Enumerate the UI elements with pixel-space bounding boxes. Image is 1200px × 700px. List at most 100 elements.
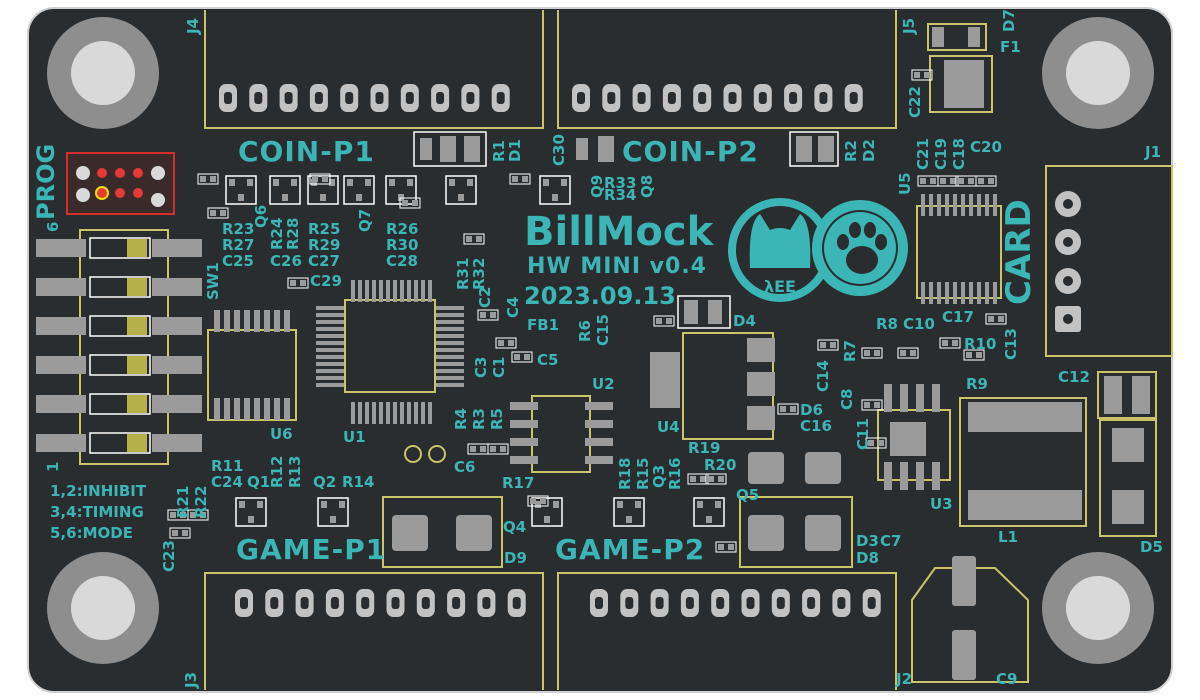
small-diode-pads [413,131,839,329]
ref-d5: D5 [1140,538,1163,556]
label-j2: J2 [896,670,913,688]
ref-r34: R34 [604,186,637,204]
ref-q1: Q1 [247,473,271,491]
ref-r9: R9 [966,375,988,393]
ref-c25: C25 [222,252,254,270]
u1-mcu [316,280,464,424]
ref-r23: R23 [222,220,255,238]
ref-c8: C8 [838,388,856,410]
board-title: BillMock [524,209,714,255]
ref-c19: C19 [932,138,950,170]
label-j1: J1 [1145,143,1162,161]
ref-c6: C6 [454,458,476,476]
ref-c21: C21 [914,138,932,170]
mounting-hole-tl [47,17,159,129]
ref-c1: C1 [490,356,508,378]
via-pads [404,445,446,463]
leee-logo-icon: λEE [728,198,832,302]
ref-c15: C15 [594,314,612,346]
board-version: HW MINI v0.4 [527,254,707,279]
ref-c7: C7 [880,532,902,550]
ref-r6: R6 [576,320,594,342]
label-j3: J3 [182,671,200,688]
ref-r13: R13 [286,455,304,488]
ref-r17: R17 [502,474,535,492]
ref-r8c10: R8 [876,315,898,333]
ref-c23: C23 [160,540,178,572]
d7-diode [927,23,987,51]
ref-d9: D9 [504,549,527,567]
ref-c28: C28 [386,252,418,270]
ref-d4: D4 [733,312,756,330]
ref-r19: R19 [688,439,721,457]
ref-f1: F1 [1000,38,1021,56]
c9-capacitor [911,556,1029,683]
ref-fb1: FB1 [527,316,560,334]
ref-r22: R22 [192,485,210,518]
ref-u1: U1 [343,428,366,446]
ref-q9: Q9 [588,174,606,198]
ref-r31: R31 [454,257,472,290]
ref-d6: D6 [800,401,823,419]
sw-legend-2: 3,4:TIMING [50,503,144,521]
ref-l1: L1 [998,528,1018,546]
ref-u4: U4 [657,418,680,436]
ref-c12: C12 [1058,368,1090,386]
ref-r11: R11 [211,457,244,475]
u3-ic [877,384,951,490]
label-j5: J5 [900,17,918,34]
ref-c2: C2 [476,286,494,308]
ref-c17: C17 [942,308,974,326]
u6-ic [207,310,297,421]
j3-outline [204,572,544,690]
label-sw1: SW1 [204,262,222,300]
ref-r30: R30 [386,236,419,254]
d5-diode [1099,419,1157,537]
label-game-p1: GAME-P1 [236,533,387,566]
prog-header [66,152,175,215]
ref-r18: R18 [616,457,634,490]
ref-r32: R32 [470,257,488,290]
f1-fuse [929,55,993,113]
ref-r15: R15 [634,457,652,490]
ref-q7: Q7 [356,208,374,232]
ref-c11: C11 [854,418,872,450]
ref-u5: U5 [896,172,914,195]
label-game-p2: GAME-P2 [555,533,706,566]
label-sw-pin6: 6 [44,221,62,232]
ref-u3: U3 [930,495,953,513]
j5-pins [572,84,863,112]
ref-c24: C24 [211,473,243,491]
ref-c30: C30 [550,134,568,166]
ref-q6: Q6 [252,204,270,228]
ref-q3: Q3 [650,464,668,488]
sw-legend-3: 5,6:MODE [50,524,133,542]
j5-outline [557,10,897,129]
ref-r25: R25 [308,220,341,238]
j4-pins [219,84,510,112]
logo-text: λEE [764,277,796,296]
board-date: 2023.09.13 [524,282,676,310]
label-card: CARD [999,199,1039,305]
ref-r14: R14 [342,473,375,491]
mounting-hole-tr [1042,17,1154,129]
c12-capacitor [1097,371,1157,419]
label-coin-p1: COIN-P1 [238,135,375,168]
ref-u2: U2 [592,375,615,393]
ref-r4: R4 [452,408,470,430]
ref-r33: R33 [604,174,637,192]
label-j4: J4 [184,17,202,34]
ref-d2: D2 [860,139,878,162]
u5-ic [916,194,1002,304]
j2-pins [590,589,881,617]
paw-icon [812,200,908,296]
sw-legend-1: 1,2:INHIBIT [50,482,147,500]
j1-outline [1045,165,1173,357]
ref-r28: R28 [284,217,302,250]
ref-r21: R21 [174,485,192,518]
l1-inductor [959,397,1087,527]
ref-d8: D8 [856,549,879,567]
ref-d1: D1 [506,139,524,162]
ref-r1: R1 [490,140,508,162]
